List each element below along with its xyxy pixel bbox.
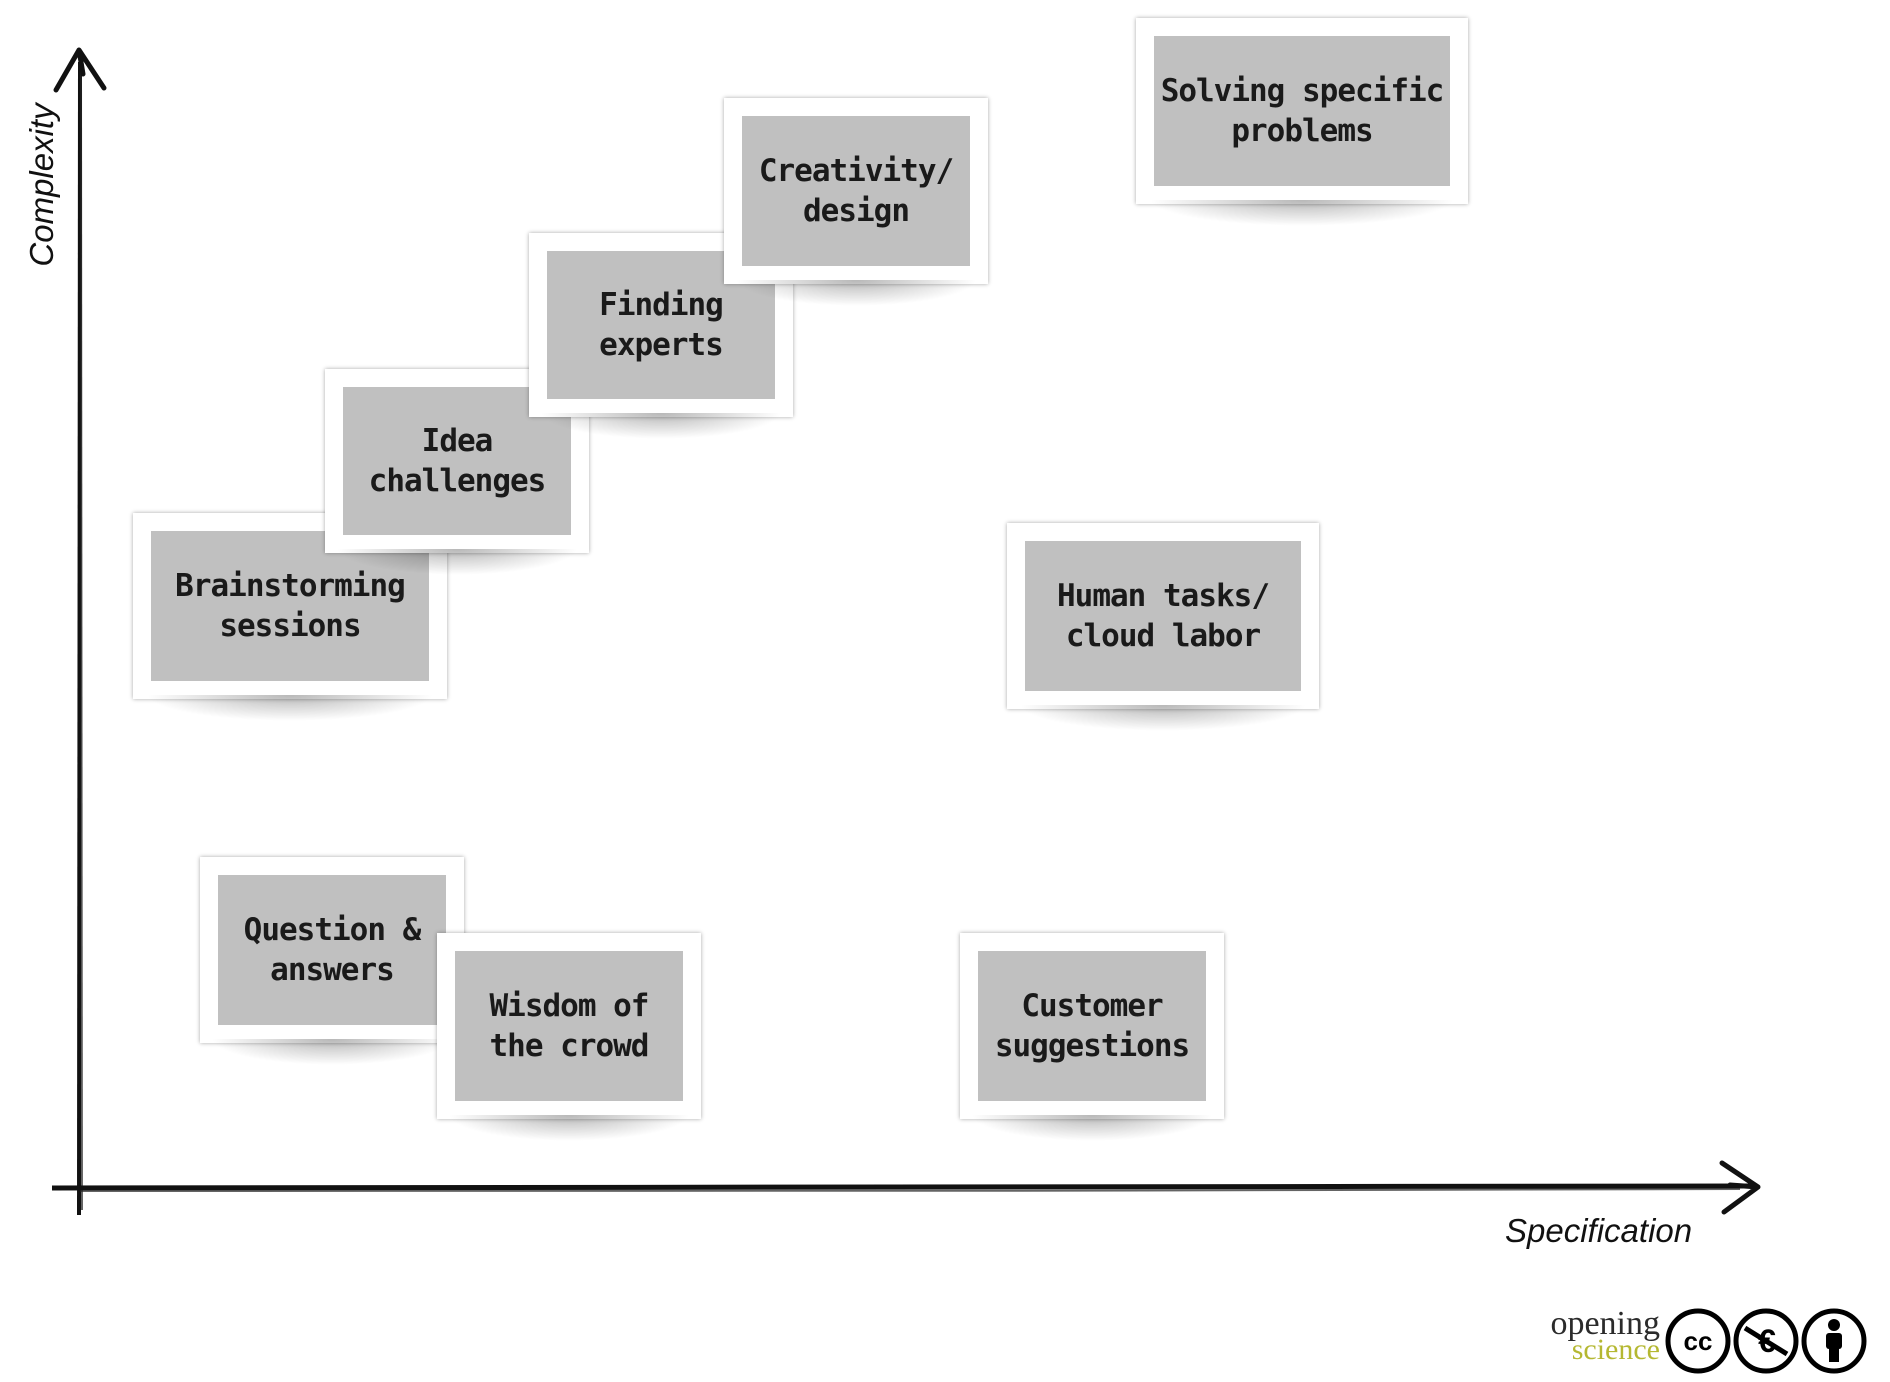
card-inner: Creativity/ design — [742, 116, 970, 266]
card-inner: Solving specific problems — [1154, 36, 1450, 186]
x-axis-label: Specification — [1505, 1212, 1693, 1249]
brand-top: opening — [1550, 1305, 1660, 1342]
card-inner: Wisdom of the crowd — [455, 951, 683, 1101]
cc-icon: cc — [1665, 1308, 1731, 1374]
x-axis-line — [51, 1183, 1753, 1191]
card-inner: Customer suggestions — [978, 951, 1206, 1101]
card-label: Solving specific problems — [1160, 73, 1445, 149]
card-idea-challenges: Idea challenges — [325, 369, 589, 575]
card-label: Question & answers — [243, 912, 422, 988]
y-axis-line-rough — [80, 69, 83, 1211]
brand-wordmark: opening science — [1525, 1305, 1660, 1366]
opening-science-logo: opening science cc € — [1525, 1305, 1875, 1377]
card-solving-specific-problems: Solving specific problems — [1136, 18, 1468, 226]
y-axis-arrowhead — [53, 47, 107, 93]
card-inner: Human tasks/ cloud labor — [1025, 541, 1301, 691]
svg-text:cc: cc — [1684, 1326, 1713, 1356]
card-question-answers: Question & answers — [200, 857, 464, 1065]
y-axis-label: Complexity — [23, 103, 60, 267]
x-axis-arrowhead — [1719, 1160, 1761, 1215]
card-wisdom-of-the-crowd: Wisdom of the crowd — [437, 933, 701, 1141]
x-axis-line-rough — [79, 1188, 1741, 1192]
card-label: Human tasks/ cloud labor — [1057, 578, 1270, 654]
card-finding-experts: Finding experts — [529, 233, 793, 439]
card-creativity-design: Creativity/ design — [724, 98, 988, 306]
card-inner: Question & answers — [218, 875, 446, 1025]
card-label: Creativity/ design — [758, 153, 954, 229]
card-human-tasks-cloud-labor: Human tasks/ cloud labor — [1007, 523, 1319, 731]
brand-bottom: science — [1571, 1333, 1660, 1366]
card-label: Idea challenges — [368, 423, 547, 499]
card-label: Customer suggestions — [994, 988, 1190, 1064]
card-customer-suggestions: Customer suggestions — [960, 933, 1224, 1141]
y-axis-line — [77, 61, 82, 1216]
card-label: Wisdom of the crowd — [489, 988, 650, 1064]
card-label: Finding experts — [599, 287, 724, 363]
non-commercial-icon: € — [1733, 1308, 1799, 1374]
card-label: Brainstorming sessions — [175, 568, 406, 644]
attribution-icon — [1801, 1308, 1867, 1374]
card-inner: Brainstorming sessions — [151, 531, 429, 681]
